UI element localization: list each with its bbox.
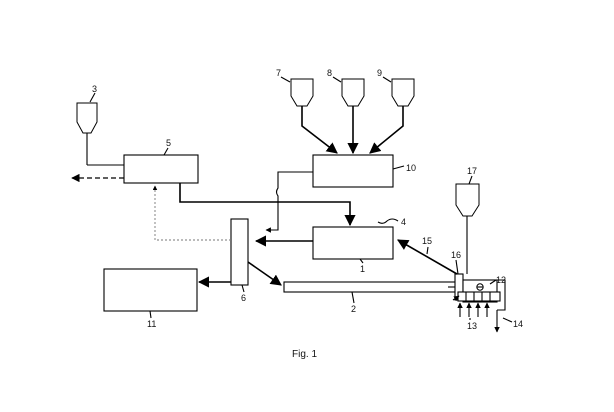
line-5-to-1 <box>179 183 356 227</box>
label-9: 9 <box>377 68 382 78</box>
hopper-3 <box>76 102 124 166</box>
label-6: 6 <box>241 293 246 303</box>
air-inlet-arrows-13 <box>452 295 490 317</box>
hopper-17 <box>455 183 480 274</box>
label-14: 14 <box>513 319 523 329</box>
label-12: 12 <box>496 275 506 285</box>
cooler-12 <box>457 279 506 311</box>
line-6-to-5-dotted <box>152 185 231 241</box>
label-1: 1 <box>360 264 365 274</box>
unit-10-box <box>312 154 394 188</box>
label-13: 13 <box>467 321 477 331</box>
figure-caption: Fig. 1 <box>292 349 317 360</box>
label-3: 3 <box>92 84 97 94</box>
unit-1-box <box>312 226 394 260</box>
line-10-to-6 <box>265 171 313 233</box>
label-16: 16 <box>451 250 461 260</box>
label-17: 17 <box>467 166 477 176</box>
unit-11-box <box>103 268 198 312</box>
label-8: 8 <box>327 68 332 78</box>
hopper-9 <box>391 78 415 107</box>
label-15: 15 <box>422 236 432 246</box>
label-5: 5 <box>166 138 171 148</box>
feed-arrow-7 <box>301 106 338 154</box>
label-4: 4 <box>401 217 406 227</box>
hopper-8 <box>341 78 365 107</box>
feed-arrow-9 <box>369 106 404 154</box>
label-10: 10 <box>406 163 416 173</box>
unit-6-box <box>230 218 249 286</box>
kiln-2 <box>283 281 457 293</box>
label-7: 7 <box>276 68 281 78</box>
hopper-7 <box>290 78 314 107</box>
unit-5-box <box>123 154 199 184</box>
line-15 <box>397 239 458 275</box>
line-6-to-2 <box>247 261 282 286</box>
label-2: 2 <box>351 304 356 314</box>
label-11: 11 <box>147 319 156 329</box>
